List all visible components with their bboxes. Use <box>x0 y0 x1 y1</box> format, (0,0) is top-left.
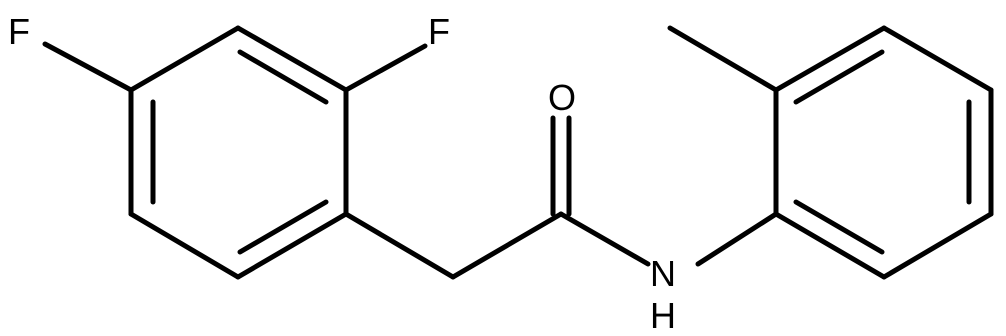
ring2-bond-3 <box>881 25 994 93</box>
nitrogen-label: N <box>650 253 676 294</box>
ring2-bond-2 <box>773 25 887 93</box>
difluorophenyl-ring <box>128 25 349 280</box>
ch2-carbonyl-bond <box>450 211 564 280</box>
ring1-bond-5 <box>128 211 241 280</box>
ring2-bond-6-inner <box>793 199 885 255</box>
ring1-bond-2-inner <box>237 49 329 105</box>
ring1-bond-4 <box>235 211 349 280</box>
hydrogen-label: H <box>650 295 676 336</box>
ring1-bond-1 <box>128 25 241 93</box>
fluorine-label-top: F <box>428 11 450 52</box>
c-f-bond-top <box>343 43 428 93</box>
c-f-bond-left <box>42 41 134 93</box>
n-ring-bond <box>695 211 779 267</box>
ring1-bond-4-inner <box>237 199 329 255</box>
ring-ch2-bond <box>343 211 456 280</box>
fluorine-label-left: F <box>8 11 30 52</box>
ring2-bond-5 <box>881 211 994 280</box>
ring2-bond-6 <box>773 211 887 280</box>
carbonyl-n-bond <box>558 211 651 267</box>
methyl-bond <box>667 25 779 93</box>
ring1-bond-2 <box>235 25 349 93</box>
tolyl-ring <box>773 25 994 280</box>
oxygen-label: O <box>548 77 576 118</box>
ring2-bond-2-inner <box>793 49 885 105</box>
